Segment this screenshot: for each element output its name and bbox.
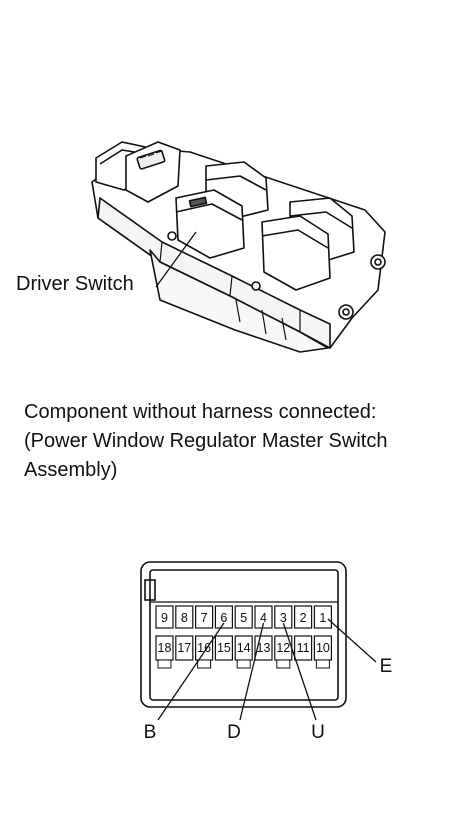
driver-switch-callout-line (155, 231, 197, 288)
callout-label-b: B (144, 722, 157, 743)
pin-cell-15 (214, 635, 233, 661)
pin-label-17: 17 (177, 641, 191, 655)
driver-switch-button (175, 189, 245, 259)
power-window-master-switch-drawing (91, 141, 386, 353)
terminal-latch (197, 659, 212, 669)
pin-cell-1 (313, 605, 332, 629)
pin-cell-9 (155, 605, 174, 629)
component-description: Component without harness connected: (Po… (24, 398, 387, 485)
description-line-3: Assembly) (24, 459, 118, 481)
terminal-latch (276, 659, 291, 669)
pin-label-1: 1 (319, 611, 326, 625)
callout-line-b (157, 622, 225, 721)
pin-label-4: 4 (260, 611, 267, 625)
pin-label-2: 2 (300, 611, 307, 625)
pin-label-6: 6 (220, 611, 227, 625)
pin-label-13: 13 (257, 641, 271, 655)
terminal-latch (157, 659, 172, 669)
pin-label-18: 18 (158, 641, 172, 655)
pin-label-16: 16 (197, 641, 211, 655)
description-line-1: Component without harness connected: (24, 401, 377, 423)
connector-bottom-row: 18 17 16 15 14 13 12 11 10 (155, 635, 332, 669)
pin-cell-7 (195, 605, 214, 629)
pin-label-10: 10 (316, 641, 330, 655)
pin-label-7: 7 (201, 611, 208, 625)
pin-label-9: 9 (161, 611, 168, 625)
pin-label-8: 8 (181, 611, 188, 625)
right-rear-switch-button (261, 215, 331, 291)
pin-cell-3 (274, 605, 293, 629)
pin-cell-17 (175, 635, 194, 661)
pin-label-5: 5 (240, 611, 247, 625)
pin-label-14: 14 (237, 641, 251, 655)
callout-line-u (282, 622, 317, 721)
pin-label-3: 3 (280, 611, 287, 625)
pin-label-12: 12 (276, 641, 290, 655)
callout-label-e: E (380, 656, 393, 677)
pin-cell-6 (214, 605, 233, 629)
pin-cell-5 (234, 605, 253, 629)
connector-callouts: B D U E (144, 618, 393, 743)
terminal-latch (315, 659, 330, 669)
connector-outer-housing (140, 561, 347, 708)
terminal-latch (236, 659, 251, 669)
pin-cell-8 (175, 605, 194, 629)
connector-key-tab (144, 579, 156, 601)
pin-label-11: 11 (297, 641, 310, 655)
pin-cell-2 (294, 605, 313, 629)
callout-line-d (239, 622, 265, 721)
connector-inner-frame (149, 569, 339, 701)
driver-switch-label: Driver Switch (16, 273, 134, 295)
description-line-2: (Power Window Regulator Master Switch (24, 430, 388, 452)
callout-line-e (327, 618, 377, 663)
pin-cell-4 (254, 605, 273, 629)
pin-cell-11 (294, 635, 313, 661)
callout-label-d: D (227, 722, 241, 743)
callout-label-u: U (311, 722, 325, 743)
pin-label-15: 15 (217, 641, 231, 655)
